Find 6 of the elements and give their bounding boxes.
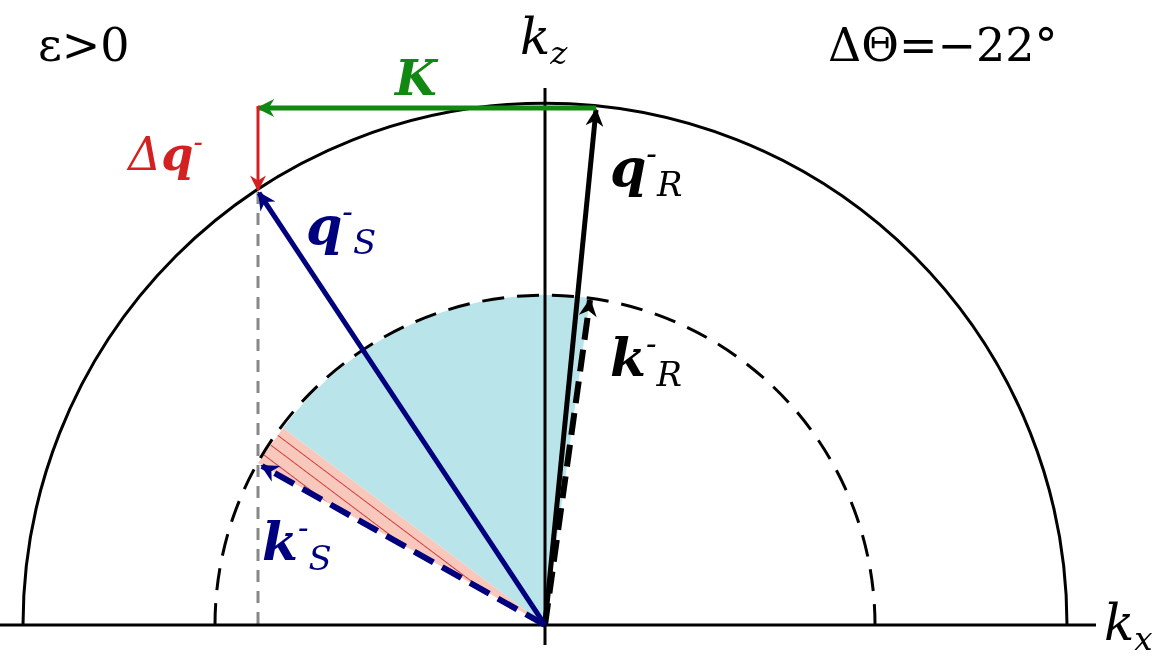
axis-label: k$_{x}$ [1104,598,1153,656]
axis-label: k$_{z}$ [520,12,568,70]
vector-label: Δq$^{-}$ [128,128,203,178]
angle-label: ΔΘ=−22° [828,22,1058,68]
condition-label: ε>0 [38,22,130,68]
vector-label: K [395,54,437,102]
